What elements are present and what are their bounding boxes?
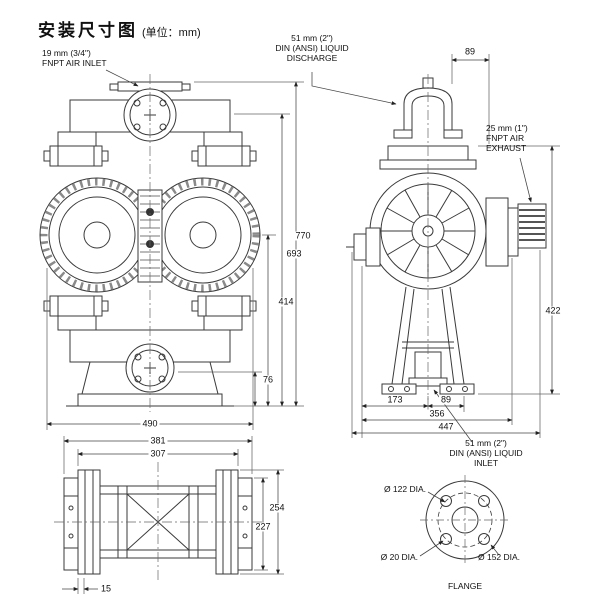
bottom-dim-381: 381	[148, 435, 168, 446]
flange-bolt-hole	[440, 533, 452, 545]
flange-bolt-hole	[478, 495, 490, 507]
page-title: 安装尺寸图 (单位：mm)	[38, 16, 201, 41]
side-exhaust-housing	[485, 197, 519, 267]
side-dim-422: 422	[543, 305, 563, 316]
side-inlet-label: 51 mm (2") DIN (ANSI) LIQUID INLET	[449, 438, 523, 469]
exhaust-leader	[519, 157, 532, 203]
discharge-leader	[311, 72, 397, 105]
flange-outer-dia-label: Ø 152 DIA.	[478, 552, 521, 562]
side-left-clamp	[346, 227, 381, 267]
bolt-circle-leader	[427, 491, 446, 503]
flange-centerlines	[420, 475, 510, 565]
title-unit: (单位：mm)	[142, 27, 201, 39]
front-dim-490: 490	[140, 418, 160, 429]
front-dim-770: 770	[293, 230, 313, 241]
flange-bolt-hole	[478, 533, 490, 545]
front-right-chamber	[145, 177, 261, 293]
flange-caption: FLANGE	[447, 581, 482, 591]
flange-bolt-hole-label: Ø 20 DIA.	[380, 552, 418, 562]
side-view-drawing	[346, 74, 547, 400]
side-dim-447: 447	[436, 421, 456, 432]
front-air-inlet-label: 19 mm (3/4") FNPT AIR INLET	[42, 48, 107, 69]
flange-detail-drawing	[419, 475, 510, 565]
front-left-chamber	[39, 177, 155, 293]
front-dim-693: 693	[284, 248, 304, 259]
bottom-view-drawing	[54, 462, 262, 582]
side-dim-89-bottom: 89	[438, 394, 454, 405]
bottom-dim-15: 15	[98, 583, 114, 594]
side-dim-356: 356	[427, 408, 447, 419]
bottom-right-flange	[215, 469, 253, 575]
side-exhaust-label: 25 mm (1") FNPT AIR EXHAUST	[486, 123, 528, 154]
side-dim-173: 173	[385, 394, 405, 405]
bottom-dim-227: 227	[253, 521, 273, 532]
outer-dia-leader	[490, 544, 500, 556]
front-dim-76: 76	[260, 374, 276, 385]
side-muffler	[517, 203, 547, 249]
bolt-hole-leader	[419, 540, 444, 557]
title-text: 安装尺寸图	[38, 21, 138, 40]
bottom-dim-254: 254	[267, 502, 287, 513]
front-top-clamps	[43, 145, 257, 167]
bottom-dimension-lines	[62, 436, 284, 594]
front-dim-414: 414	[276, 296, 296, 307]
flange-bolt-circle-label: Ø 122 DIA.	[383, 484, 426, 494]
air-inlet-leader	[105, 69, 139, 87]
side-dim-89-top: 89	[462, 46, 478, 57]
front-view-drawing	[39, 74, 261, 412]
side-discharge-label: 51 mm (2") DIN (ANSI) LIQUID DISCHARGE	[275, 33, 349, 64]
side-dimension-lines	[311, 54, 560, 443]
bottom-dim-307: 307	[148, 448, 168, 459]
